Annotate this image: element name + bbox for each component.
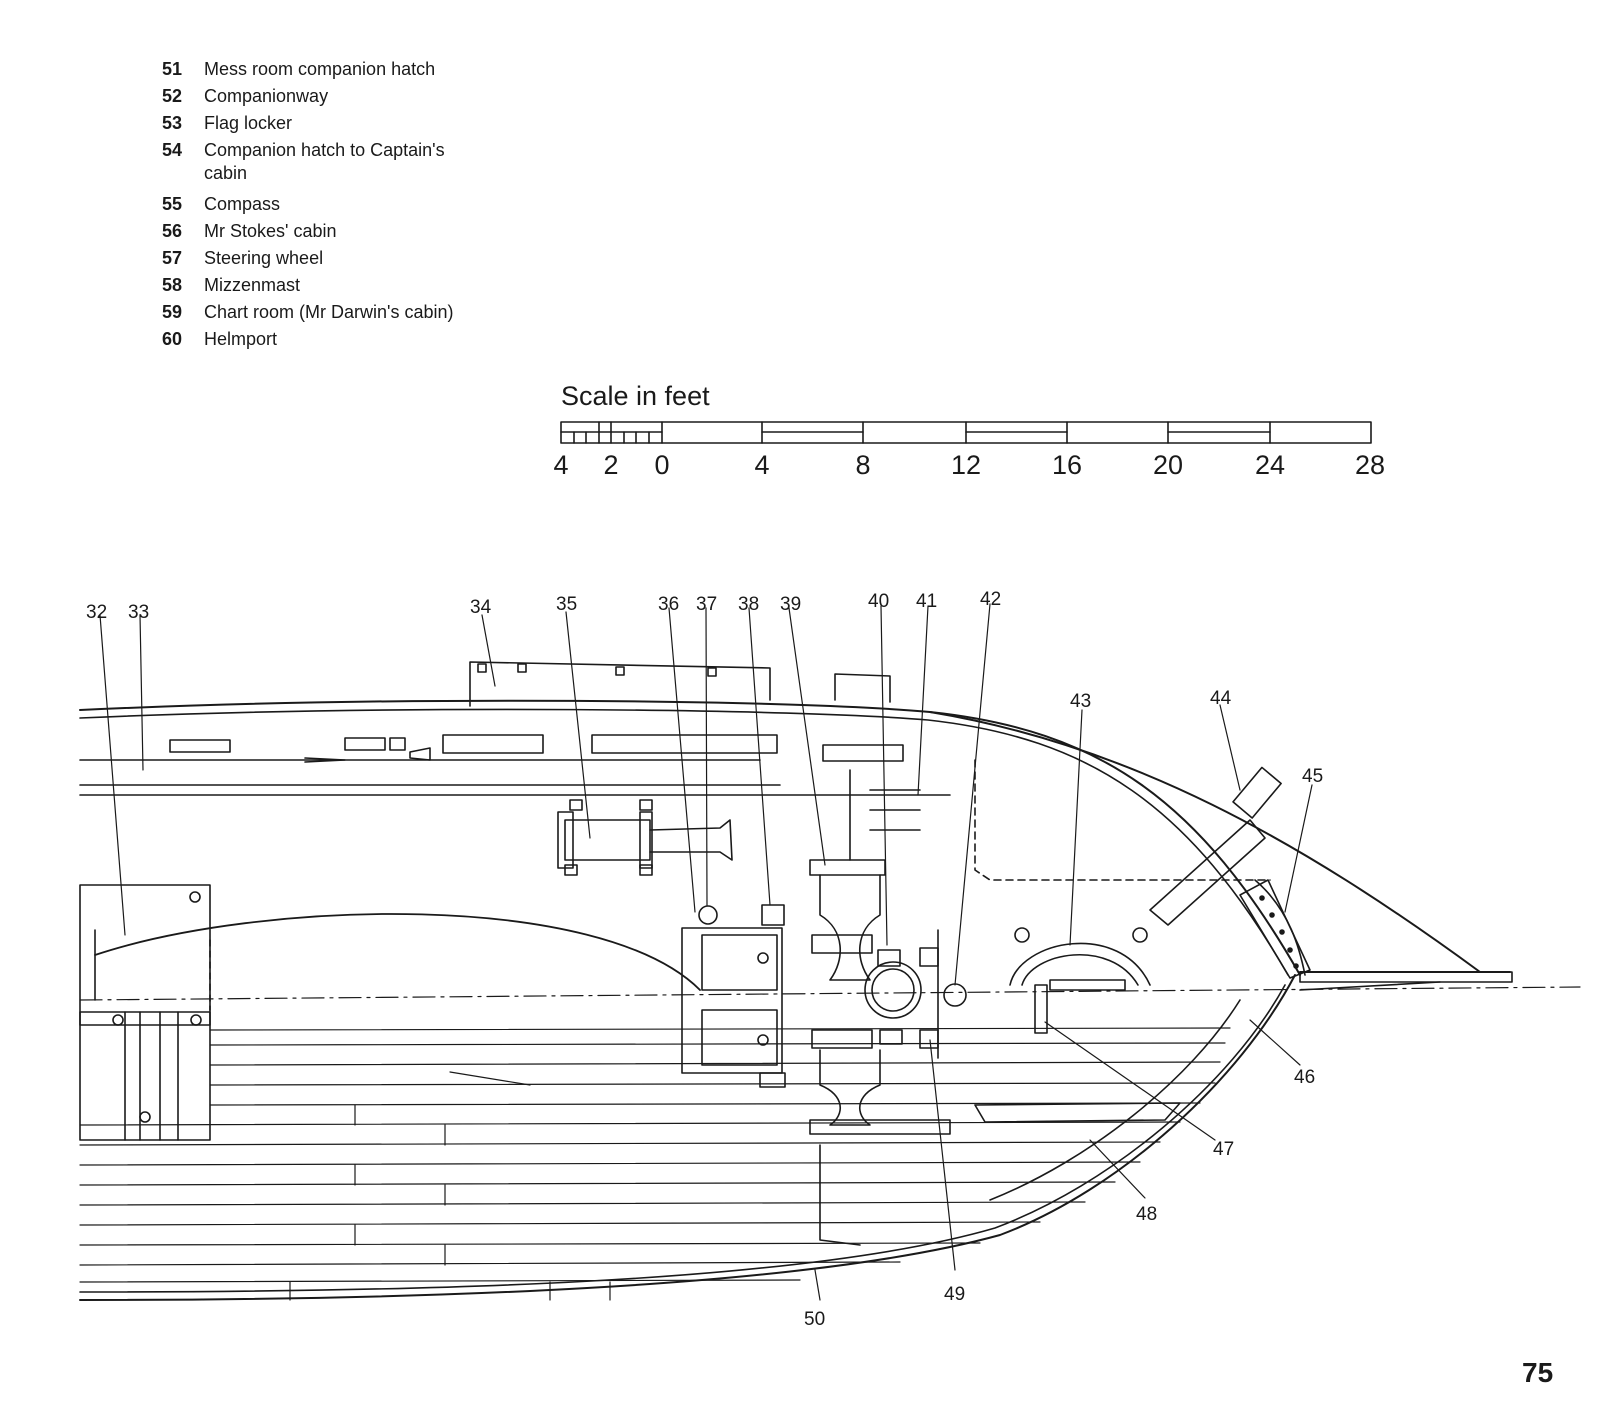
- legend-label: Companionway: [204, 86, 329, 106]
- page-number: 75: [1522, 1357, 1554, 1388]
- scale-tick-label: 12: [950, 450, 982, 480]
- legend-number: 51: [162, 59, 183, 79]
- legend-number: 56: [162, 221, 183, 241]
- legend-item: 51 Mess room companion hatch: [162, 58, 522, 85]
- hull-outline: [79, 699, 1513, 1301]
- callout-label: 50: [804, 1309, 825, 1330]
- legend-item: 54 Companion hatch to Captain's cabin: [162, 139, 522, 193]
- callout-label: 36: [658, 594, 679, 615]
- centreline: [79, 986, 1581, 1001]
- callout-label: 49: [944, 1284, 965, 1305]
- callout-label: 38: [738, 594, 759, 615]
- legend-item: 57 Steering wheel: [162, 247, 522, 274]
- callout-label: 35: [556, 594, 577, 615]
- scale-title: Scale in feet: [561, 381, 710, 411]
- cannon: [557, 799, 733, 876]
- deck-planking: [79, 1027, 1231, 1301]
- callout-label: 47: [1213, 1139, 1234, 1160]
- scale-tick-label: 4: [553, 450, 569, 480]
- legend-label: Chart room (Mr Darwin's cabin): [204, 302, 454, 322]
- callout-leaders: [99, 603, 1313, 1301]
- callout-label: 42: [980, 589, 1001, 610]
- captain-companion-hatch: [681, 904, 786, 1088]
- callout-label: 41: [916, 591, 937, 612]
- legend-label: Compass: [204, 194, 281, 214]
- legend-label: Helmport: [204, 329, 278, 349]
- legend: 51 Mess room companion hatch 52 Companio…: [162, 58, 522, 355]
- legend-label: Companion hatch to Captain's cabin: [204, 140, 445, 183]
- legend-item: 60 Helmport: [162, 328, 522, 355]
- legend-label: Steering wheel: [204, 248, 324, 268]
- legend-number: 59: [162, 302, 183, 322]
- scale-tick-label: 28: [1354, 450, 1386, 480]
- legend-item: 59 Chart room (Mr Darwin's cabin): [162, 301, 522, 328]
- legend-number: 58: [162, 275, 183, 295]
- legend-label: Mizzenmast: [204, 275, 301, 295]
- legend-item: 58 Mizzenmast: [162, 274, 522, 301]
- legend-number: 55: [162, 194, 183, 214]
- scale-tick-label: 20: [1152, 450, 1184, 480]
- callout-label: 45: [1302, 766, 1323, 787]
- legend-label: Mr Stokes' cabin: [204, 221, 337, 241]
- legend-label: Flag locker: [204, 113, 293, 133]
- scale-tick-label: 24: [1254, 450, 1286, 480]
- legend-number: 60: [162, 329, 183, 349]
- scale-tick-label: 4: [754, 450, 770, 480]
- legend-number: 53: [162, 113, 183, 133]
- legend-label: Mess room companion hatch: [204, 59, 436, 79]
- callout-label: 43: [1070, 691, 1091, 712]
- scale-tick-label: 2: [603, 450, 619, 480]
- callout-label: 32: [86, 602, 107, 623]
- scale-bar: [560, 421, 1372, 444]
- callout-label: 44: [1210, 688, 1232, 709]
- callout-label: 48: [1136, 1204, 1157, 1225]
- callout-label: 39: [780, 594, 801, 615]
- callout-label: 34: [470, 597, 492, 618]
- scale-tick-label: 8: [855, 450, 871, 480]
- companion-hatch: [79, 884, 701, 1141]
- scale-tick-label: 16: [1051, 450, 1083, 480]
- scale-tick-label: 0: [654, 450, 670, 480]
- callout-label: 40: [868, 591, 889, 612]
- legend-item: 53 Flag locker: [162, 112, 522, 139]
- legend-item: 55 Compass: [162, 193, 522, 220]
- legend-number: 52: [162, 86, 183, 106]
- helmport: [1149, 766, 1311, 979]
- callouts: 32 33 34 35 36 37 38 39 40 41 42 43 44 4…: [86, 589, 1323, 1330]
- chart-room-outline: [974, 759, 1271, 881]
- legend-item: 56 Mr Stokes' cabin: [162, 220, 522, 247]
- steering-wheel: [809, 769, 967, 1246]
- stern-bench: [974, 1102, 1181, 1123]
- compass: [1009, 927, 1151, 1034]
- callout-label: 46: [1294, 1067, 1315, 1088]
- legend-number: 54: [162, 140, 183, 160]
- callout-label: 33: [128, 602, 149, 623]
- bulwark: [79, 734, 951, 796]
- callout-label: 37: [696, 594, 717, 615]
- legend-item: 52 Companionway: [162, 85, 522, 112]
- flag-locker: [469, 661, 891, 707]
- legend-number: 57: [162, 248, 183, 268]
